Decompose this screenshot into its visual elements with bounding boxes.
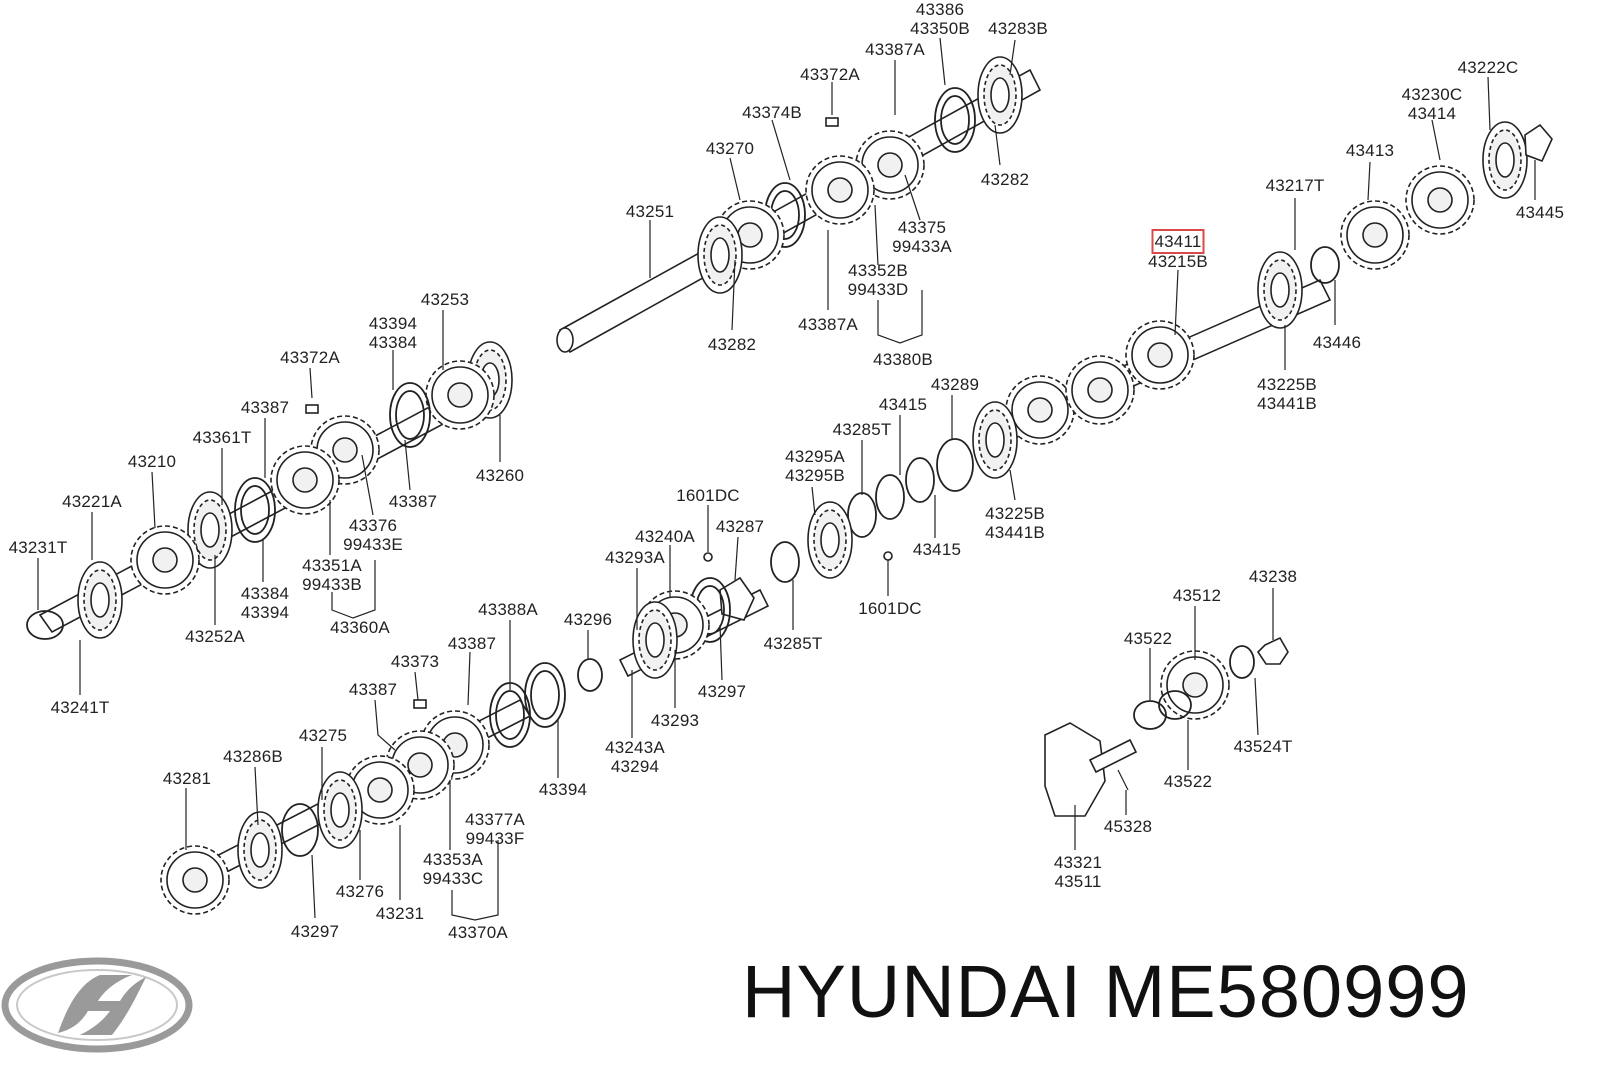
part-label: 43275 xyxy=(298,726,348,745)
part-label: 43293 xyxy=(650,711,700,730)
part-label: 43370A xyxy=(448,923,508,942)
part-label: 43285T xyxy=(832,420,892,439)
main-shaft-upper xyxy=(556,56,1042,354)
part-number: ME580999 xyxy=(1103,950,1470,1033)
part-label: 43360A xyxy=(330,618,390,637)
part-label: 43221A xyxy=(62,492,122,511)
part-label: 43361T xyxy=(192,428,252,447)
part-label: 43252A xyxy=(185,627,245,646)
part-label: 43282 xyxy=(707,335,757,354)
part-label: 43387A xyxy=(865,40,925,59)
part-label: 43296 xyxy=(563,610,613,629)
part-label: 43283B xyxy=(988,19,1048,38)
part-label: 43251 xyxy=(625,202,675,221)
part-label: 43387 xyxy=(388,492,438,511)
part-label: 43374B xyxy=(742,103,802,122)
part-label: 43380B xyxy=(873,350,933,369)
part-label: 43286B xyxy=(223,747,283,766)
part-label: 43270 xyxy=(705,139,755,158)
part-label: 43394 xyxy=(538,780,588,799)
part-label: 43445 xyxy=(1515,203,1565,222)
part-label: 43372A xyxy=(280,348,340,367)
part-label: 1601DC xyxy=(858,599,922,618)
part-label: 43373 xyxy=(390,652,440,671)
part-label: 43238 xyxy=(1248,567,1298,586)
part-label: 43372A xyxy=(800,65,860,84)
part-label: 43388A xyxy=(478,600,538,619)
part-label: 43297 xyxy=(290,922,340,941)
part-label: 43522 xyxy=(1123,629,1173,648)
highlighted-part-label[interactable]: 43411 xyxy=(1151,229,1205,254)
part-label: 43231T xyxy=(8,538,68,557)
part-label: 43387 xyxy=(447,634,497,653)
part-label: 43522 xyxy=(1163,772,1213,791)
part-label: 43210 xyxy=(127,452,177,471)
part-label: 43512 xyxy=(1172,586,1222,605)
part-label: 43415 xyxy=(912,540,962,559)
brand-name: HYUNDAI xyxy=(742,950,1083,1033)
reverse-idler-assembly xyxy=(1044,636,1289,817)
part-label: 43387 xyxy=(240,398,290,417)
part-label: 43253 xyxy=(420,290,470,309)
part-title: HYUNDAI ME580999 xyxy=(742,950,1470,1034)
part-label: 43446 xyxy=(1312,333,1362,352)
leader-lines xyxy=(37,37,1536,921)
part-label: 43297 xyxy=(697,682,747,701)
part-label: 43217T xyxy=(1265,176,1325,195)
part-label: 43285T xyxy=(763,634,823,653)
part-label: 43231 xyxy=(375,904,425,923)
part-label: 43282 xyxy=(980,170,1030,189)
part-label: 43276 xyxy=(335,882,385,901)
lower-shaft-assembly xyxy=(160,576,770,915)
part-label: 43287 xyxy=(715,517,765,536)
part-label: 43387A xyxy=(798,315,858,334)
part-label: 43524T xyxy=(1233,737,1293,756)
part-label: 43387 xyxy=(348,680,398,699)
part-label: 43413 xyxy=(1345,141,1395,160)
part-label: 43222C xyxy=(1457,58,1519,77)
part-label: 43241T xyxy=(50,698,110,717)
part-label: 43293A xyxy=(605,548,665,567)
part-label: 43215B xyxy=(1148,252,1208,271)
hyundai-logo-icon xyxy=(1,957,193,1053)
part-label: 43260 xyxy=(475,466,525,485)
part-label: 43281 xyxy=(162,769,212,788)
part-label: 43240A xyxy=(635,527,695,546)
part-label: 45328 xyxy=(1103,817,1153,836)
input-shaft-left xyxy=(26,341,513,640)
part-label: 1601DC xyxy=(676,486,740,505)
part-label: 43289 xyxy=(930,375,980,394)
part-label: 43415 xyxy=(878,395,928,414)
